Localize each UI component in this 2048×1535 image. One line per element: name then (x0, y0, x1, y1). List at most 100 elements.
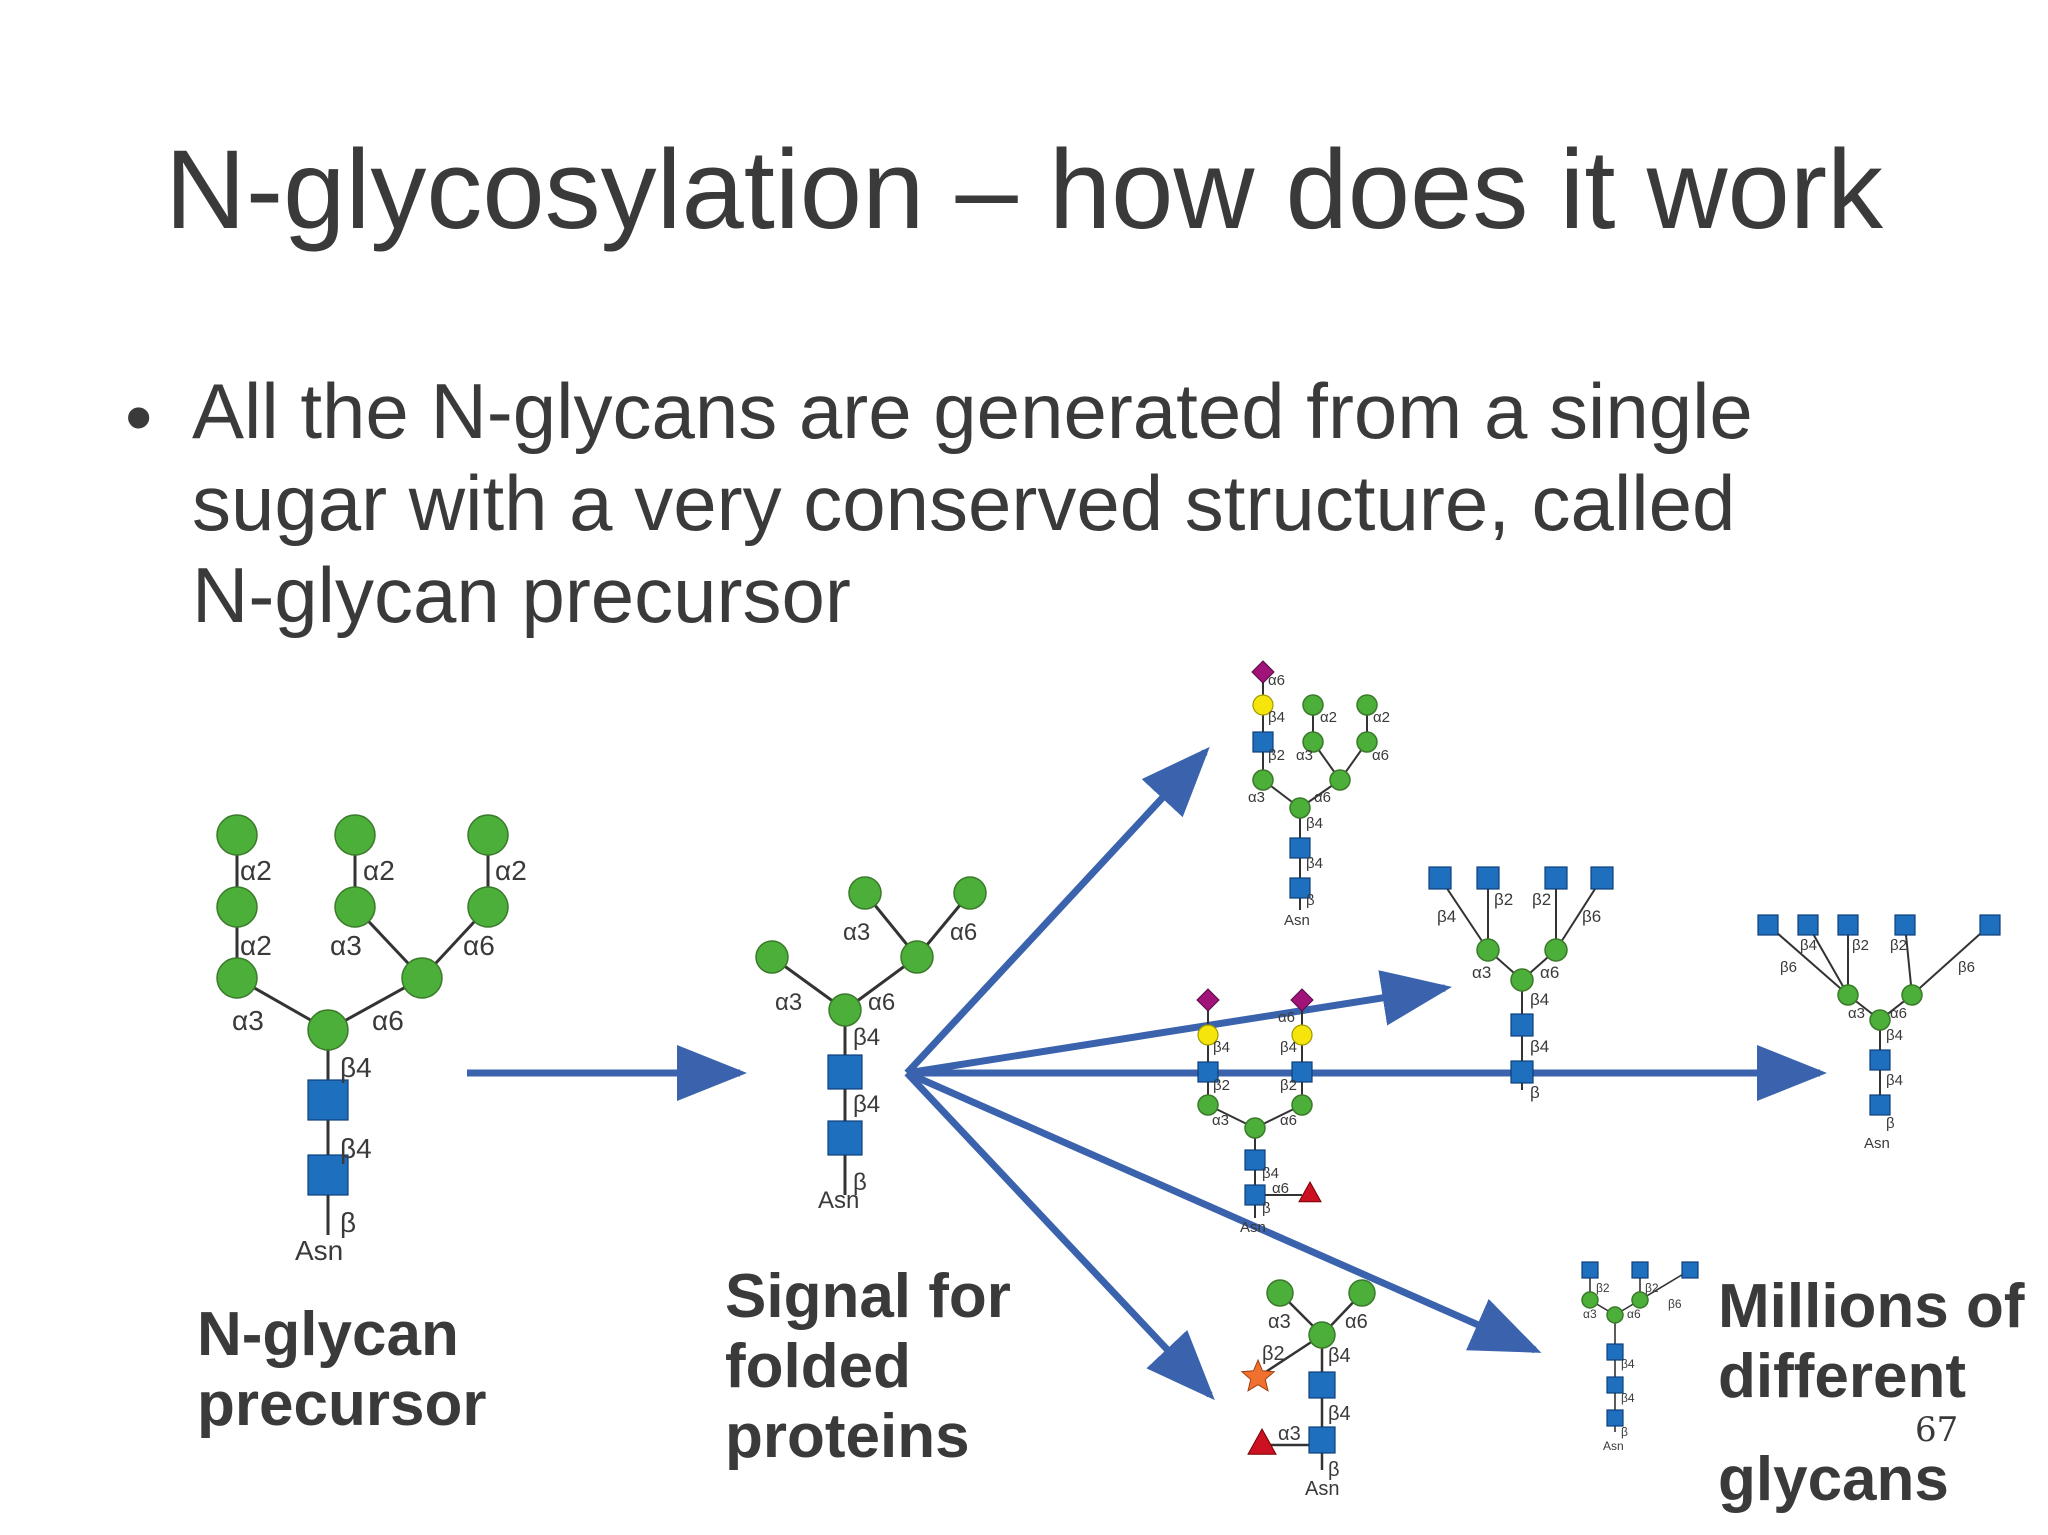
glcnac-square (1252, 731, 1274, 753)
mannose-circle (1252, 769, 1274, 791)
linkage-label: β2 (1213, 1077, 1230, 1094)
glcnac-square (1244, 1149, 1266, 1171)
linkage-label: β4 (340, 1052, 372, 1083)
mannose-circle (1289, 797, 1311, 819)
linkage-label: β (1530, 1083, 1540, 1102)
glcnac-square (1291, 1061, 1313, 1083)
glcnac-square (1544, 866, 1568, 890)
linkage-label: β2 (1645, 1281, 1659, 1295)
mannose-circle (953, 876, 987, 910)
glcnac-square (1308, 1371, 1336, 1399)
mannose-circle (1606, 1306, 1624, 1324)
linkage-label: α3 (775, 989, 802, 1016)
glycosidic-bond (1807, 924, 1849, 996)
label-line: N-glycan (197, 1300, 459, 1369)
linkage-label: α2 (495, 855, 527, 886)
linkage-label: α2 (240, 930, 272, 961)
glycosidic-bond (1911, 924, 1991, 996)
sialic-acid-diamond (1251, 660, 1275, 684)
glcnac-square (1797, 914, 1819, 936)
arrows-layer (467, 746, 1827, 1401)
glcnac-square (827, 1054, 863, 1090)
linkage-label: α3 (330, 930, 362, 961)
label-line: different (1718, 1342, 1966, 1411)
glycosidic-bond (1904, 924, 1913, 996)
glcnac-square (1590, 866, 1614, 890)
mannose-circle (216, 886, 258, 928)
linkage-label: α6 (372, 1005, 404, 1036)
linkage-label: β4 (340, 1133, 372, 1164)
glcnac-square (1476, 866, 1500, 890)
linkage-label: α2 (240, 855, 272, 886)
slide-title: N-glycosylation – how does it work (164, 127, 1884, 252)
mannose-circle (1631, 1291, 1649, 1309)
linkage-label: Asn (1284, 912, 1310, 929)
linkage-label: β4 (853, 1024, 880, 1051)
linkage-label: Asn (1603, 1439, 1624, 1453)
glcnac-square (1869, 1094, 1891, 1116)
bullet-line: sugar with a very conserved structure, c… (192, 459, 1736, 547)
linkage-label: α3 (232, 1005, 264, 1036)
linkage-label: α3 (1278, 1423, 1301, 1445)
glcnac-square (1631, 1261, 1649, 1279)
mannose-circle (1329, 769, 1351, 791)
linkage-label: β4 (1530, 1037, 1549, 1056)
linkage-label: β4 (1886, 1072, 1903, 1089)
mannose-circle (848, 876, 882, 910)
mannose-circle (1266, 1279, 1294, 1307)
linkage-label: β4 (1621, 1391, 1635, 1405)
mannose-circle (216, 957, 258, 999)
linkage-label: β4 (1262, 1165, 1279, 1182)
mannose-circle (1544, 938, 1568, 962)
linkage-label: β2 (1532, 890, 1551, 909)
flow-arrow (904, 746, 1210, 1076)
linkage-label: α3 (1296, 747, 1313, 764)
bullet-marker: • (125, 373, 153, 461)
linkage-label: β6 (1668, 1297, 1682, 1311)
mannose-circle (1291, 1094, 1313, 1116)
bullet-line: All the N-glycans are generated from a s… (192, 367, 1753, 455)
glycosidic-bond (1555, 877, 1603, 951)
label-line: precursor (197, 1370, 487, 1439)
bullet-text: All the N-glycans are generated from a s… (192, 365, 1992, 641)
linkage-label: β4 (1306, 815, 1323, 832)
linkage-label: α2 (1320, 709, 1337, 726)
mannose-circle (216, 814, 258, 856)
galactose-circle (1252, 694, 1274, 716)
glcnac-square (827, 1120, 863, 1156)
linkage-label: α6 (1372, 747, 1389, 764)
mannose-circle (828, 993, 862, 1027)
linkage-label: α3 (1583, 1307, 1597, 1321)
label-line: folded (725, 1332, 911, 1401)
linkage-label: α6 (1280, 1112, 1297, 1129)
glcnac-square (1757, 914, 1779, 936)
mannose-circle (467, 886, 509, 928)
glcnac-square (1606, 1409, 1624, 1427)
linkage-label: β (1886, 1115, 1895, 1132)
glycosidic-bond (1439, 877, 1489, 951)
linkage-label: β4 (1437, 907, 1456, 926)
linkage-label: β2 (1268, 747, 1285, 764)
glcnac-square (1869, 1049, 1891, 1071)
linkage-label: β4 (1268, 709, 1285, 726)
linkage-label: α6 (868, 989, 895, 1016)
linkage-label: β2 (1280, 1077, 1297, 1094)
mannose-circle (467, 814, 509, 856)
linkage-label: β2 (1890, 937, 1907, 954)
linkage-label: β4 (1621, 1357, 1635, 1371)
linkage-label: α3 (1848, 1005, 1865, 1022)
linkage-label: β2 (1596, 1281, 1610, 1295)
linkage-label: α2 (363, 855, 395, 886)
linkage-label: β4 (1213, 1039, 1230, 1056)
linkage-label: β2 (1852, 937, 1869, 954)
linkage-label: β6 (1582, 907, 1601, 926)
label-line: Signal for (725, 1262, 1011, 1331)
mannose-circle (1476, 938, 1500, 962)
mannose-circle (334, 814, 376, 856)
sialic-acid-diamond (1196, 988, 1220, 1012)
glcnac-square (1510, 1013, 1534, 1037)
linkage-label: β (853, 1169, 867, 1196)
